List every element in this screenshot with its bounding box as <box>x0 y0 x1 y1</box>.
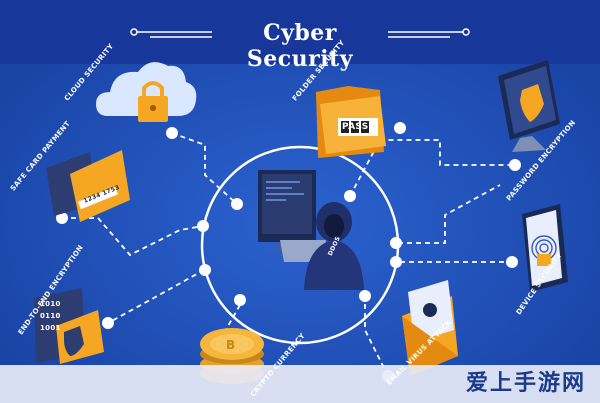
page-title: Cyber Security <box>246 20 354 72</box>
encryption-shield-icon <box>34 288 104 364</box>
folder-tag-text: PASS <box>342 122 369 132</box>
title-decoration <box>130 28 470 38</box>
card-payment-icon <box>46 150 130 222</box>
center-computer-icon <box>258 170 326 262</box>
svg-text:B: B <box>226 338 235 352</box>
connector-lines <box>62 132 515 377</box>
watermark-band <box>0 365 600 403</box>
hacker-icon <box>304 202 364 290</box>
binary-line-3: 1001 <box>40 324 61 332</box>
tablet-fingerprint-icon <box>522 204 568 292</box>
email-virus-icon <box>402 280 458 376</box>
binary-line-2: 0110 <box>40 312 61 320</box>
monitor-shield-icon <box>498 60 560 152</box>
folder-icon <box>316 86 386 158</box>
cloud-lock-icon <box>96 62 197 122</box>
title-bar-bg <box>0 0 600 64</box>
binary-line-1: 1010 <box>40 300 61 308</box>
watermark-text: 爱上手游网 <box>465 371 586 396</box>
